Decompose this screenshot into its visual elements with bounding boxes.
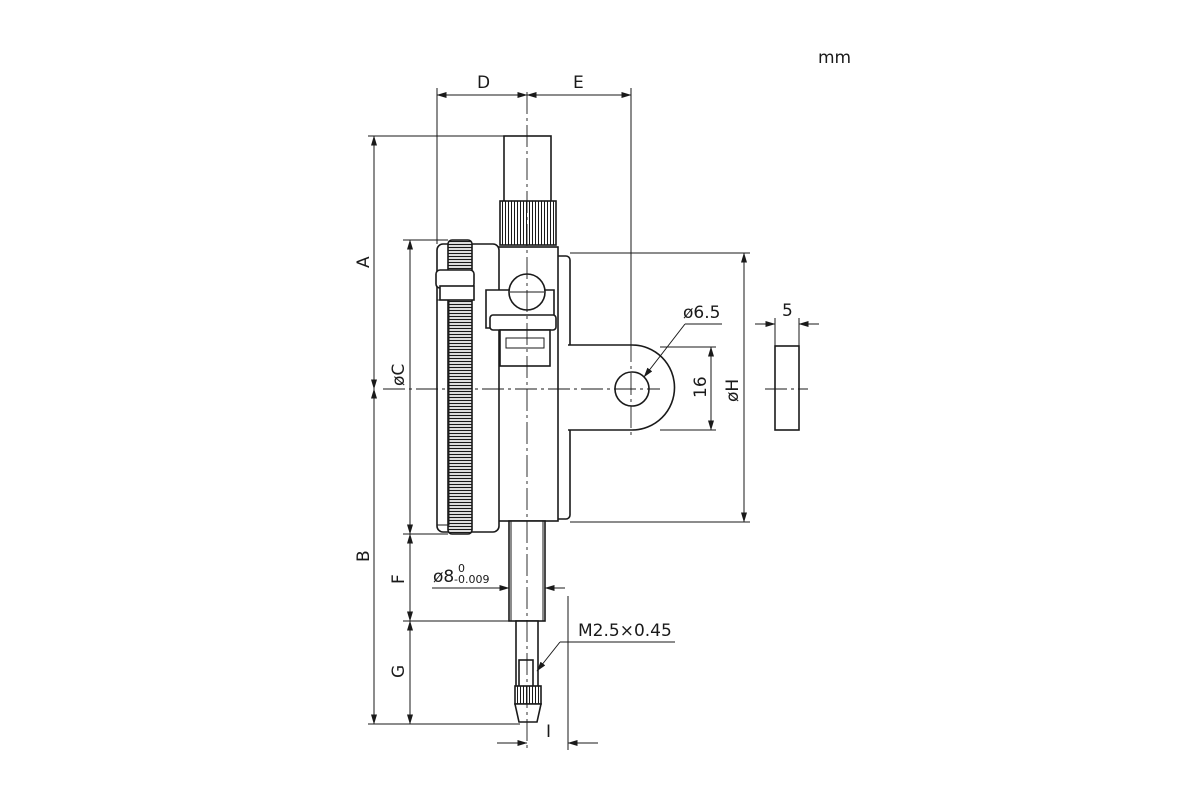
stem-tolerance-upper: 0 bbox=[458, 562, 465, 575]
lug-thickness-label: 5 bbox=[782, 301, 793, 321]
dimension-labels: D E A B øC F G øH I ø6.5 5 16 ø8 0 -0.00… bbox=[354, 73, 793, 742]
stem-tolerance-lower: -0.009 bbox=[454, 573, 489, 586]
lug-side-view bbox=[765, 345, 808, 431]
dim-label-a: A bbox=[354, 256, 374, 268]
dim-label-i: I bbox=[546, 722, 551, 742]
contact-thread-label: M2.5×0.45 bbox=[578, 621, 672, 641]
dim-label-c: øC bbox=[389, 364, 409, 386]
dimension-lines bbox=[368, 88, 819, 750]
indicator-body bbox=[435, 135, 676, 723]
dim-label-h: øH bbox=[723, 379, 743, 402]
lug-height-label: 16 bbox=[691, 376, 711, 398]
unit-label: mm bbox=[818, 48, 851, 68]
stem-diameter-label: ø8 bbox=[433, 567, 454, 587]
dim-label-g: G bbox=[389, 665, 409, 678]
dim-label-e: E bbox=[573, 73, 584, 93]
center-lines bbox=[383, 92, 660, 748]
dim-label-d: D bbox=[477, 73, 490, 93]
dim-label-f: F bbox=[389, 574, 409, 584]
hole-diameter-label: ø6.5 bbox=[683, 303, 720, 323]
dim-label-b: B bbox=[354, 550, 374, 562]
